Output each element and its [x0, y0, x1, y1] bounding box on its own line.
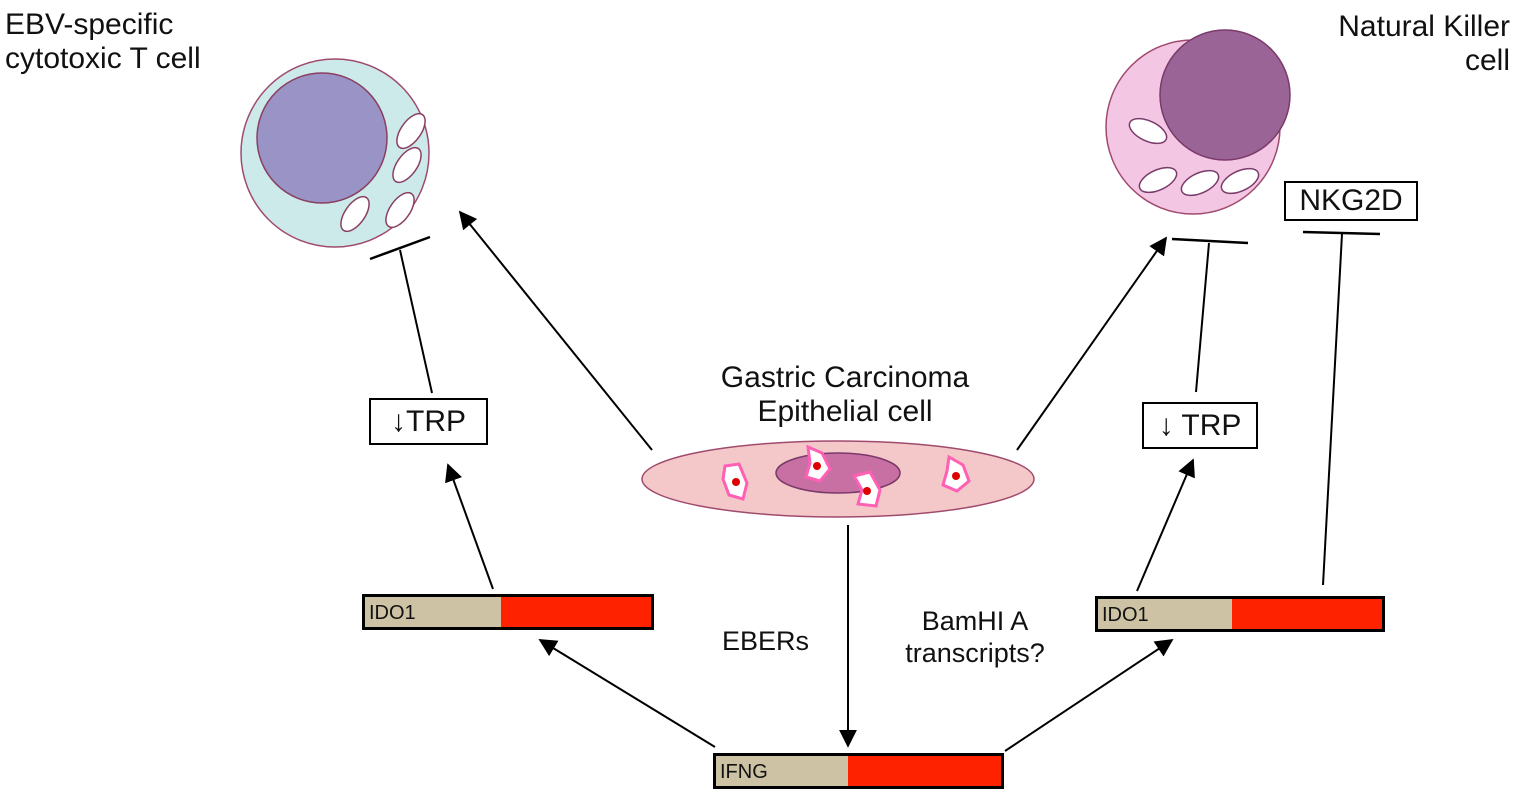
nk-cell-granule [1128, 117, 1168, 145]
t-cell-nucleus [256, 72, 388, 204]
gene-coding-region [1232, 599, 1382, 629]
nk-title-line-2: cell [1464, 44, 1510, 77]
inhibit-bar-nkg2d [1302, 230, 1381, 236]
ebv-virion [721, 462, 749, 501]
ctl-title-line-1: EBV-specific [5, 8, 174, 41]
cytotoxic-t-cell [240, 58, 430, 248]
trp-right-label: ↓ TRP [1142, 402, 1258, 449]
ifng-label: IFNG [720, 761, 768, 783]
trp-left-label: ↓TRP [369, 398, 488, 445]
gc-title-line-2: Epithelial cell [757, 395, 933, 428]
gene-promoter-region: IDO1 [365, 597, 501, 627]
t-cell-granule [392, 146, 422, 184]
bamhi-line-1: BamHI A [921, 606, 1029, 636]
gc-title-line-1: Gastric Carcinoma [720, 361, 970, 394]
ebv-virion [851, 470, 882, 508]
arrow-ifng-to-ido1-left [538, 639, 716, 748]
nk-cell-nucleus [1159, 29, 1291, 161]
nk-cell-title: Natural Killer cell [1290, 10, 1510, 78]
gene-promoter-region: IFNG [716, 756, 848, 786]
inhibit-bar-nk [1171, 237, 1249, 245]
nk-cell-granule [1220, 167, 1260, 195]
t-cell-granule [396, 112, 426, 150]
t-cell-granule [385, 191, 415, 229]
inhibit-trp-to-tcell [399, 249, 433, 394]
bamhi-line-2: transcripts? [905, 638, 1045, 668]
nk-cell-granule [1138, 166, 1178, 194]
ido1-gene-left: IDO1 [362, 594, 654, 630]
gc-cell-nucleus [775, 452, 901, 494]
arrow-ido1-to-trp-left [445, 463, 494, 590]
inhibit-trp-to-nk [1195, 242, 1210, 393]
nk-title-line-1: Natural Killer [1338, 10, 1510, 43]
gastric-carcinoma-title: Gastric Carcinoma Epithelial cell [680, 361, 1010, 429]
ebv-virion [941, 454, 971, 493]
arrow-ifng-to-ido1-right [1004, 639, 1174, 752]
ido1-left-label: IDO1 [369, 602, 416, 624]
nk-cell-granule [1180, 169, 1220, 197]
ido1-gene-right: IDO1 [1095, 596, 1385, 632]
gastric-carcinoma-cell [641, 440, 1035, 518]
cytotoxic-t-cell-title: EBV-specific cytotoxic T cell [5, 8, 201, 76]
ebv-virion [804, 444, 832, 483]
ebers-label: EBERs [722, 626, 810, 656]
inhibit-ido1-to-nkg2d [1322, 233, 1343, 586]
natural-killer-cell [1105, 29, 1291, 215]
ifng-gene: IFNG [713, 753, 1004, 789]
bamhi-label: BamHI A transcripts? [880, 605, 1070, 669]
gene-coding-region [501, 597, 651, 627]
gene-promoter-region: IDO1 [1098, 599, 1232, 629]
nkg2d-label: NKG2D [1284, 181, 1418, 221]
gene-coding-region [848, 756, 1001, 786]
arrow-gc-to-nk [1016, 236, 1168, 451]
arrow-gc-to-tcell [458, 210, 653, 451]
ctl-title-line-2: cytotoxic T cell [5, 42, 201, 75]
ido1-right-label: IDO1 [1102, 604, 1149, 626]
t-cell-granule [340, 195, 370, 233]
arrow-ido1-to-trp-right [1136, 458, 1195, 592]
inhibit-bar-tcell [369, 235, 431, 261]
